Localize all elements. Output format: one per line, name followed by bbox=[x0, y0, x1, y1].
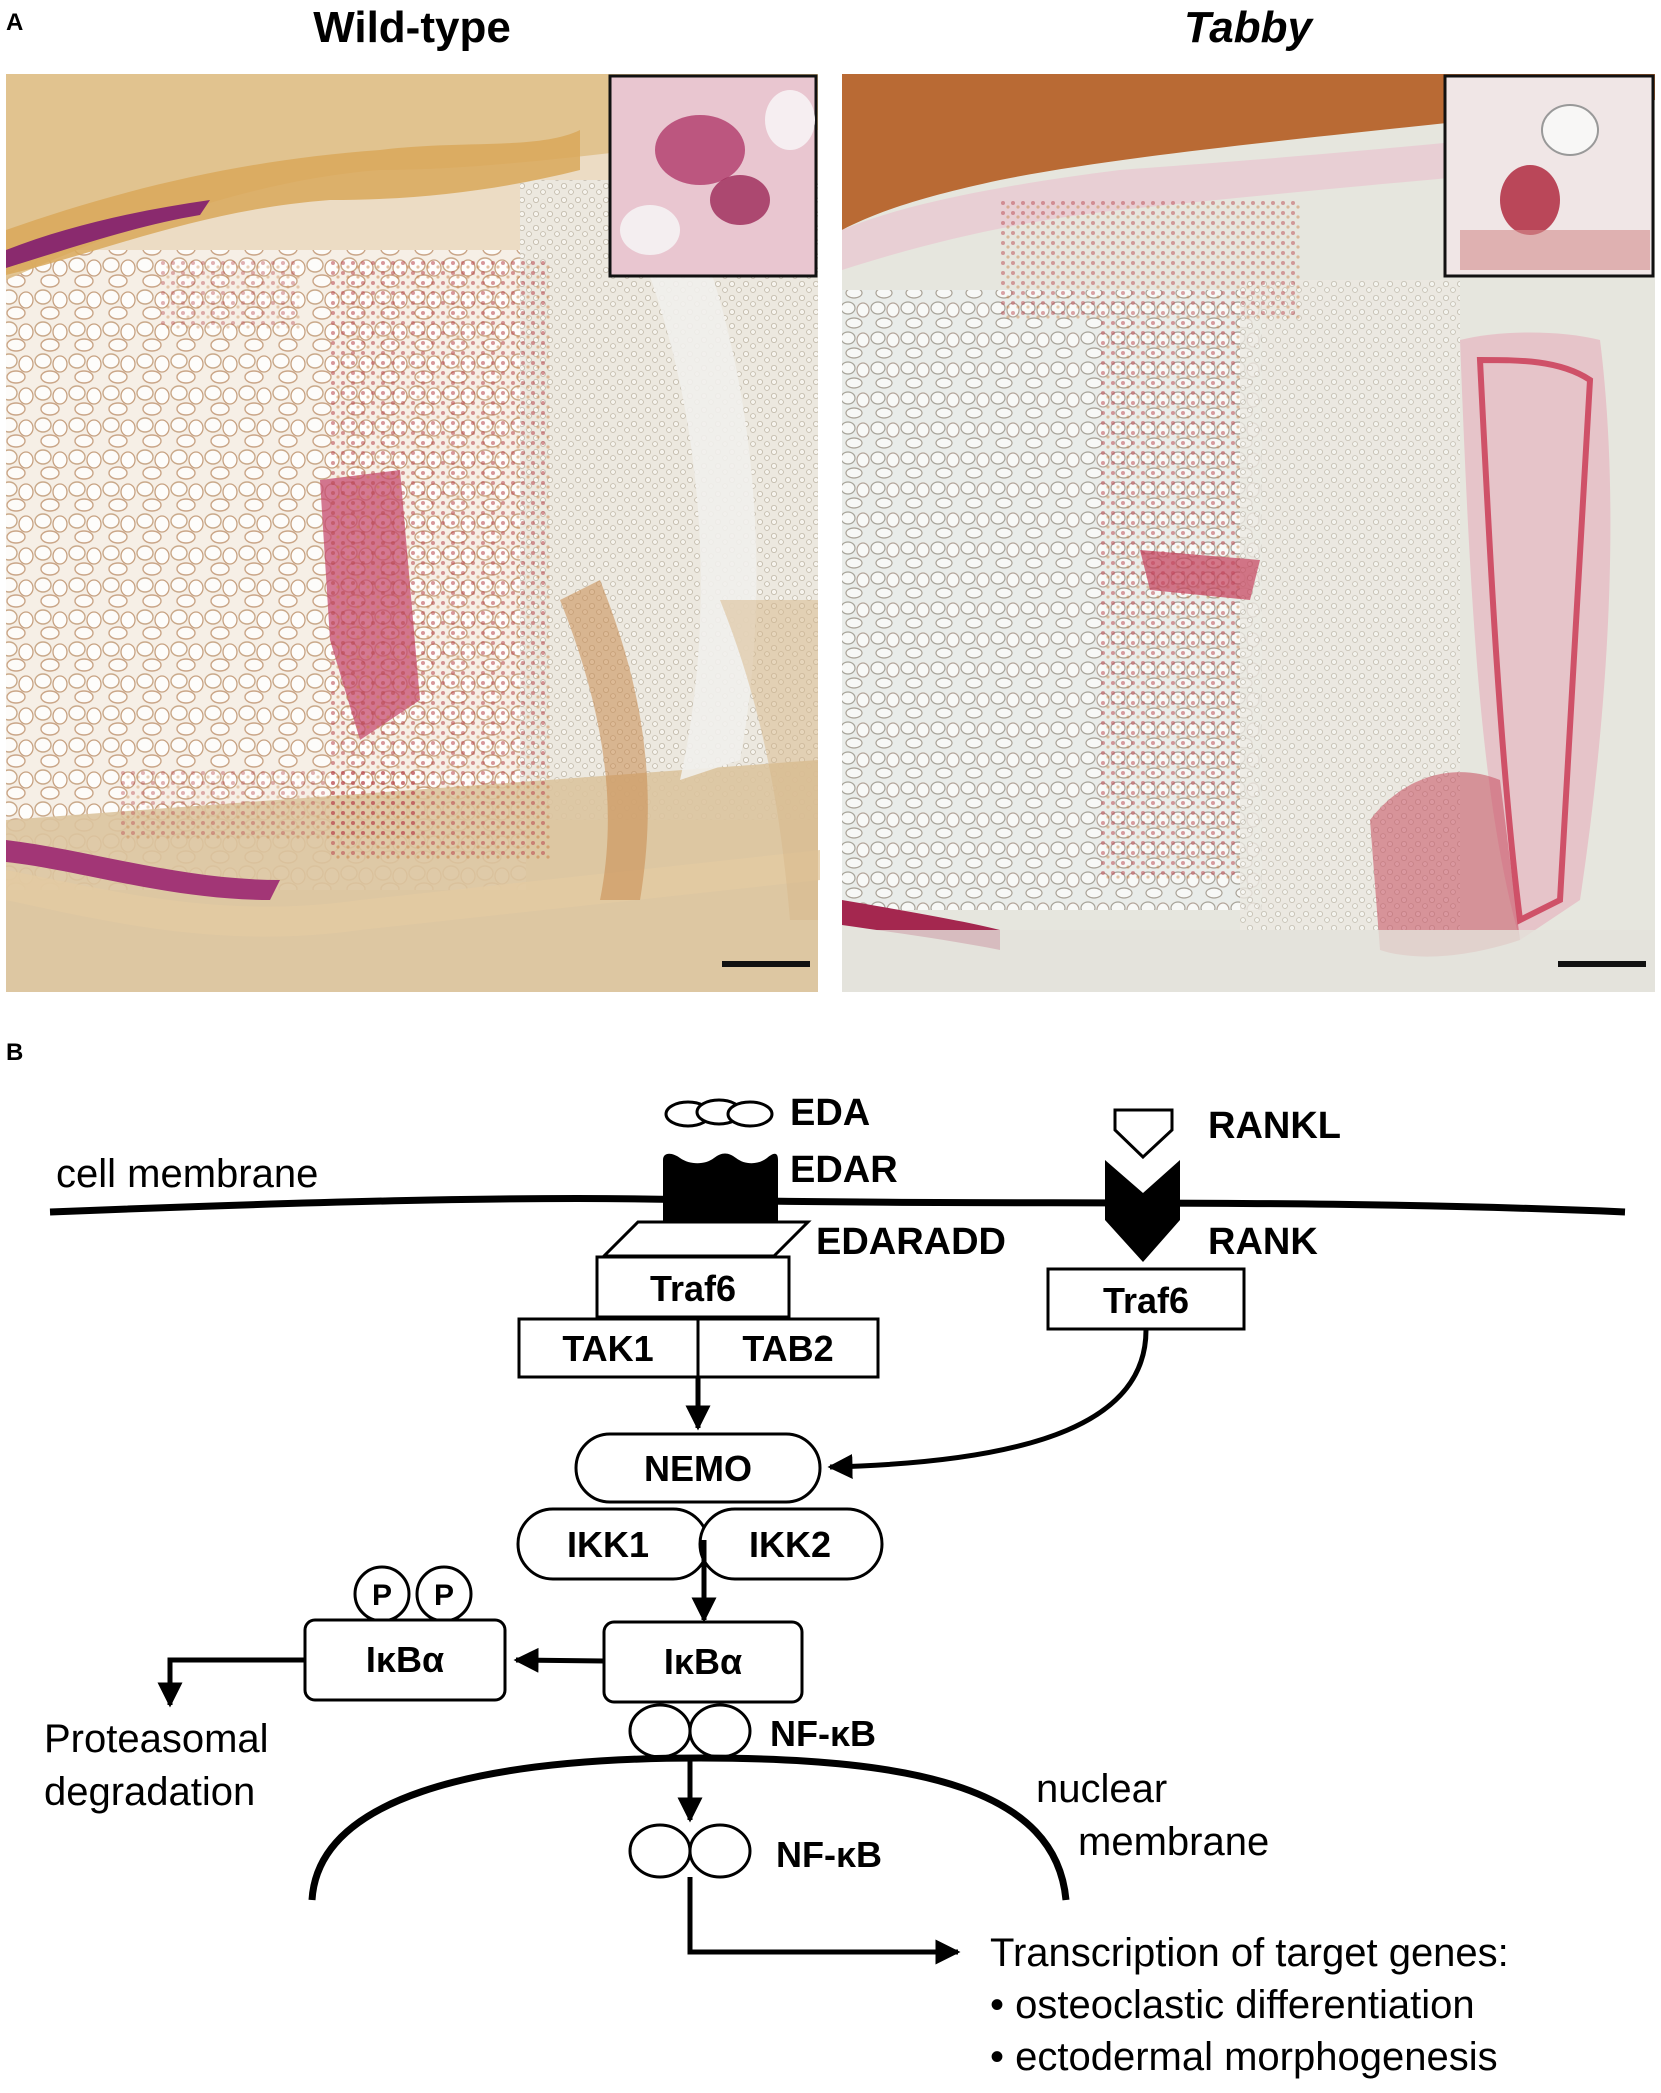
tak1-label: TAK1 bbox=[562, 1328, 653, 1369]
wild-type-micrograph bbox=[6, 74, 820, 992]
eda-ligand bbox=[664, 1098, 774, 1128]
tab2-box bbox=[696, 1317, 880, 1379]
phosphate-2-label: P bbox=[434, 1579, 454, 1612]
arrow-ikba-phosphorylation bbox=[513, 1647, 605, 1673]
nemo-shape bbox=[574, 1432, 822, 1504]
edaradd-shape bbox=[600, 1220, 812, 1258]
traf6-right-box bbox=[1046, 1267, 1246, 1331]
ikba-label: IκBα bbox=[664, 1641, 742, 1682]
proteasomal-line2: degradation bbox=[44, 1770, 255, 1814]
panel-a-letter: A bbox=[6, 9, 23, 36]
panel-b-letter: B bbox=[6, 1039, 23, 1066]
phosphate-1-label: P bbox=[372, 1579, 392, 1612]
edar-label: EDAR bbox=[790, 1149, 898, 1191]
rank-label: RANK bbox=[1208, 1221, 1318, 1263]
arrow-rank-to-nemo bbox=[827, 1329, 1149, 1479]
nfkb-top-label: NF-κB bbox=[770, 1713, 876, 1754]
nemo-label: NEMO bbox=[644, 1448, 752, 1489]
cell-membrane-label: cell membrane bbox=[56, 1152, 318, 1196]
wild-type-title: Wild-type bbox=[313, 3, 511, 52]
proteasomal-line1: Proteasomal bbox=[44, 1717, 269, 1761]
traf6-right-label: Traf6 bbox=[1103, 1280, 1189, 1321]
nuclear-label-line1: nuclear bbox=[1036, 1767, 1167, 1811]
nuclear-label-line2: membrane bbox=[1078, 1820, 1269, 1864]
edaradd-label: EDARADD bbox=[816, 1221, 1006, 1263]
traf6-left-label: Traf6 bbox=[650, 1268, 736, 1309]
arrow-to-transcription bbox=[687, 1877, 961, 1965]
cell-membrane-line bbox=[49, 1195, 1626, 1216]
nuclear-membrane-line bbox=[308, 1754, 1070, 1901]
nfkb-bottom-label: NF-κB bbox=[776, 1834, 882, 1875]
ikk1-label: IKK1 bbox=[567, 1524, 649, 1565]
edar-receptor bbox=[663, 1153, 778, 1222]
tab2-label: TAB2 bbox=[742, 1328, 833, 1369]
tabby-micrograph bbox=[842, 74, 1655, 992]
transcription-bullet-1: • osteoclastic differentiation bbox=[990, 1983, 1475, 2027]
rank-receptor bbox=[1105, 1160, 1180, 1262]
tak1-box bbox=[517, 1317, 700, 1379]
ikk2-shape bbox=[698, 1507, 884, 1581]
nfkb-bottom-dimer bbox=[628, 1823, 752, 1879]
arrow-to-degradation bbox=[157, 1657, 305, 1708]
transcription-bullet-2: • ectodermal morphogenesis bbox=[990, 2035, 1498, 2079]
rankl-label: RANKL bbox=[1208, 1105, 1341, 1147]
tabby-title: Tabby bbox=[1184, 3, 1314, 52]
traf6-left-box bbox=[595, 1255, 791, 1319]
transcription-title: Transcription of target genes: bbox=[990, 1931, 1509, 1975]
ikk2-label: IKK2 bbox=[749, 1524, 831, 1565]
nfkb-top-dimer bbox=[628, 1703, 752, 1759]
rankl-ligand bbox=[1113, 1108, 1174, 1160]
ikba-box bbox=[602, 1620, 804, 1704]
eda-label: EDA bbox=[790, 1092, 870, 1134]
ikba-phosphorylated-label: IκBα bbox=[366, 1639, 444, 1680]
